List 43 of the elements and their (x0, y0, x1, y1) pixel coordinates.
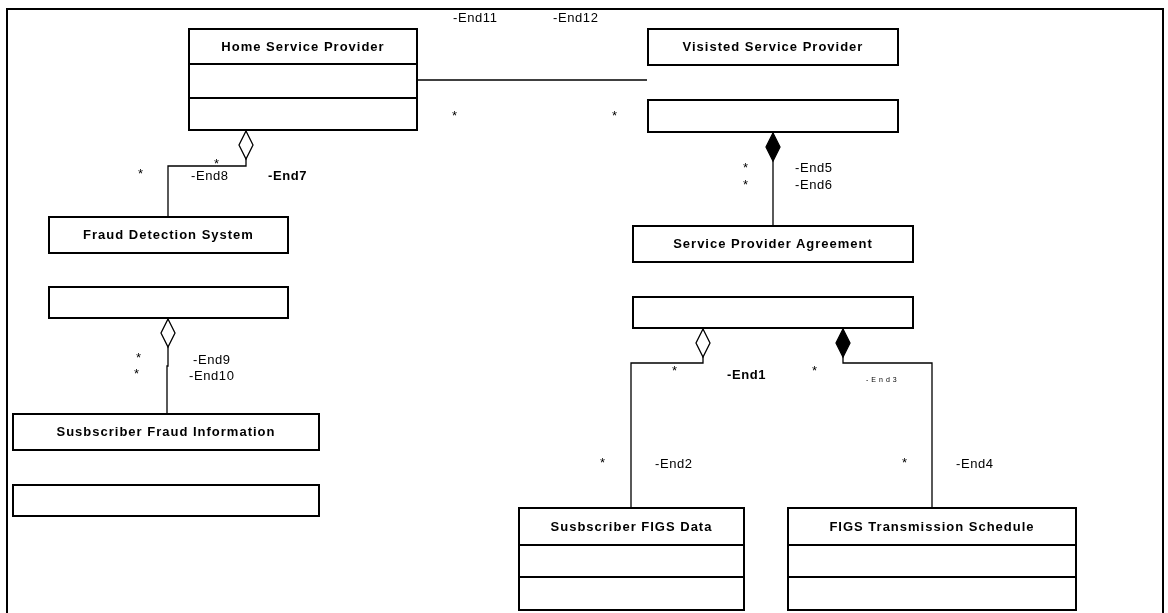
aggregation-line (160, 318, 176, 414)
class-name: Susbscriber FIGS Data (549, 518, 714, 534)
class-name: FIGS Transmission Schedule (828, 518, 1036, 534)
multiplicity-label: * (600, 455, 606, 470)
role-name-label: -End7 (268, 168, 308, 183)
aggregation-line (630, 328, 711, 508)
multiplicity-label: * (812, 363, 818, 378)
multiplicity-label: * (452, 108, 458, 123)
role-name-label: -End10 (189, 368, 235, 383)
role-name-label: -End5 (795, 160, 833, 175)
role-name-label: -End11 (453, 10, 498, 25)
aggregation-line (835, 328, 933, 508)
uml-class (48, 216, 289, 319)
role-name-label: -End1 (727, 367, 767, 382)
uml-class (647, 28, 899, 133)
multiplicity-label: * (743, 177, 749, 192)
uml-class (12, 413, 320, 517)
multiplicity-label: * (612, 108, 618, 123)
aggregation-line (765, 132, 781, 226)
aggregation-line (167, 130, 254, 217)
role-name-label: -End9 (193, 352, 231, 367)
multiplicity-label: * (214, 156, 220, 171)
class-name: Service Provider Agreement (672, 236, 874, 251)
multiplicity-label: * (902, 455, 908, 470)
uml-class (518, 507, 745, 611)
multiplicity-label: * (743, 160, 749, 175)
role-name-label: -End8 (191, 168, 229, 183)
association-line (417, 79, 648, 81)
multiplicity-label: * (134, 366, 140, 381)
multiplicity-label: * (138, 166, 144, 181)
class-name: Visisted Service Provider (681, 39, 865, 54)
class-name: Home Service Provider (220, 38, 386, 54)
class-name: Susbscriber Fraud Information (55, 424, 277, 439)
uml-class (188, 28, 418, 131)
role-name-label: -End2 (655, 456, 693, 471)
multiplicity-label: * (136, 350, 142, 365)
role-name-label: -End6 (795, 177, 833, 192)
uml-class (632, 225, 914, 329)
uml-class (787, 507, 1077, 611)
role-name-label: -End4 (956, 456, 994, 471)
role-name-label: -End12 (553, 10, 599, 25)
multiplicity-label: * (672, 363, 678, 378)
class-name: Fraud Detection System (82, 227, 255, 242)
